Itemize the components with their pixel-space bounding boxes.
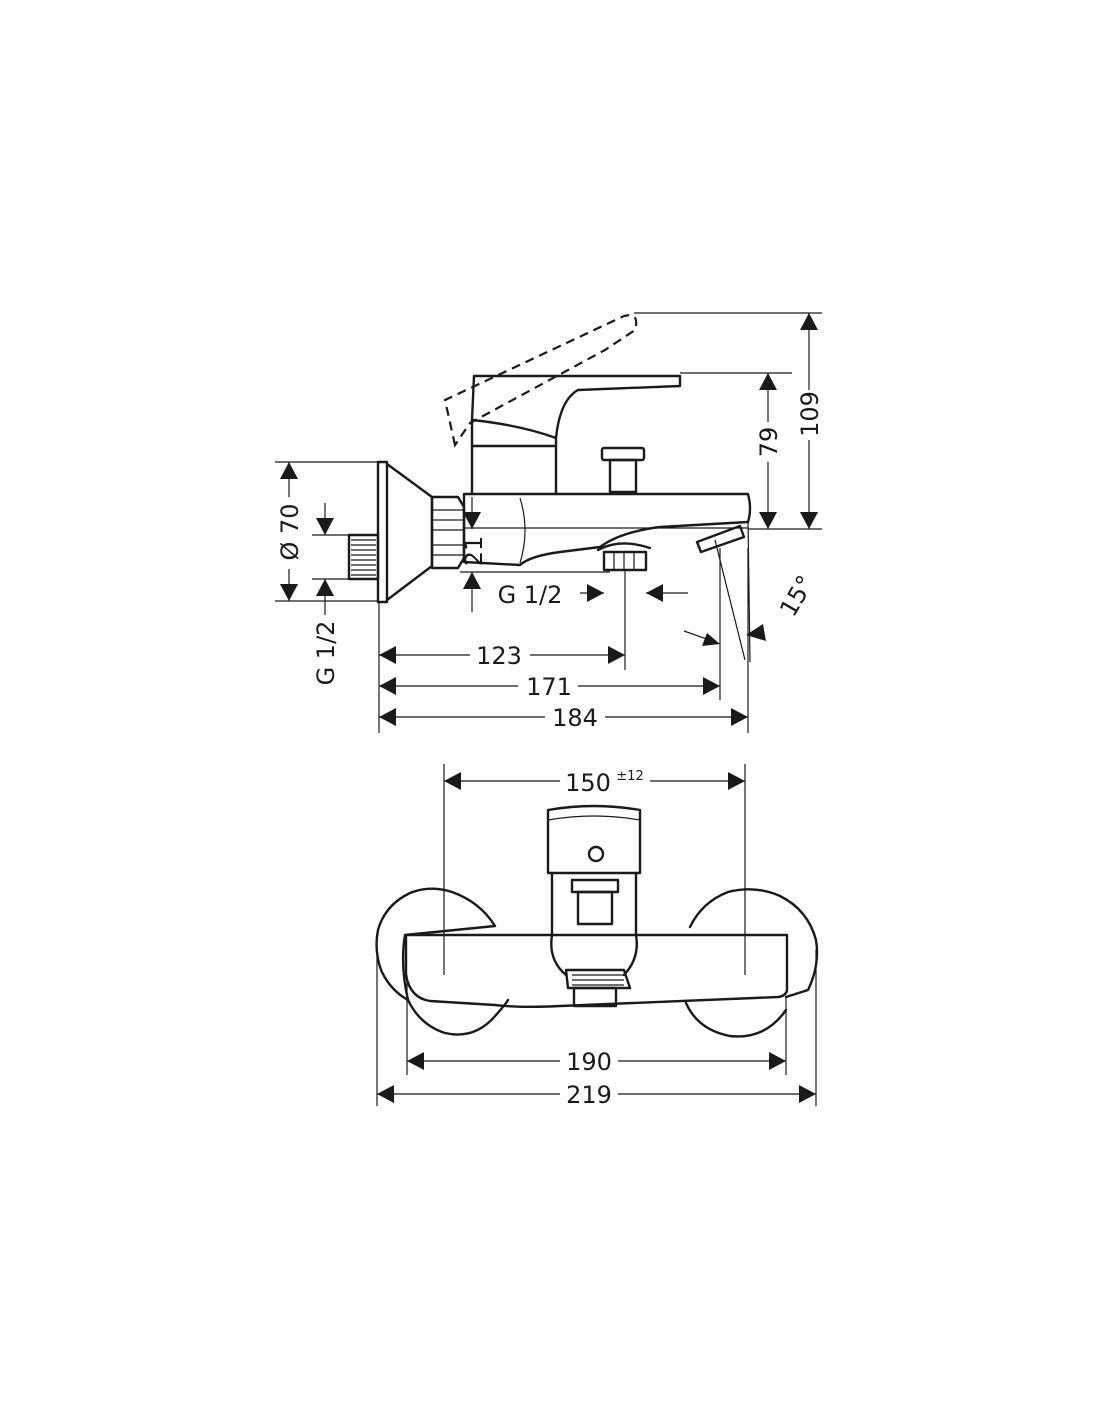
dim-190: 190 — [407, 1046, 786, 1076]
dim-109: 109 — [795, 313, 824, 529]
mixer-body — [462, 492, 752, 567]
dim-21-label: 21 — [460, 536, 488, 567]
front-cartridge — [546, 804, 642, 937]
dim-219-label: 219 — [566, 1081, 612, 1109]
lever-screw-icon — [587, 845, 605, 863]
front-spout — [550, 933, 638, 1008]
dim-15-degree-label: 15° — [774, 571, 820, 622]
front-mixer-body — [404, 933, 789, 1008]
lever-raised-outline — [443, 314, 638, 448]
dim-184: 184 — [379, 702, 748, 732]
lower-outlet — [596, 542, 652, 572]
dim-79-label: 79 — [755, 427, 783, 458]
dim-219: 219 — [377, 1079, 816, 1109]
dim-150: 150 ±12 — [444, 765, 745, 797]
side-extension-lines — [275, 312, 822, 733]
cartridge-housing — [470, 374, 682, 496]
dim-123-label: 123 — [476, 642, 522, 670]
dim-diameter-70-label: Ø 70 — [276, 503, 304, 560]
dim-diameter-70: Ø 70 — [276, 462, 304, 601]
dim-150-label: 150 — [565, 769, 611, 797]
front-view: 150 ±12 190 219 — [375, 764, 819, 1109]
diverter-knob — [600, 446, 646, 494]
dim-21: 21 — [460, 497, 488, 612]
dim-g12-outlet-label: G 1/2 — [498, 581, 563, 609]
dim-g12-outlet: G 1/2 — [498, 581, 688, 609]
dim-171: 171 — [379, 671, 720, 701]
rosette-right — [688, 888, 819, 999]
dim-150-tolerance: ±12 — [616, 769, 643, 784]
dim-190-label: 190 — [566, 1048, 612, 1076]
dim-123: 123 — [379, 640, 625, 670]
dim-109-label: 109 — [796, 391, 824, 437]
rosette-right-lower — [684, 1001, 788, 1038]
dim-g12-inlet: G 1/2 — [312, 503, 340, 691]
rosette-left — [375, 887, 497, 1002]
side-view: 109 79 Ø 70 G 1/2 — [275, 312, 824, 733]
dim-15-degree: 15° — [683, 571, 820, 646]
dim-79: 79 — [755, 373, 783, 529]
dim-g12-inlet-label: G 1/2 — [312, 621, 340, 686]
front-extension-lines — [376, 764, 817, 1106]
wall-rosette — [376, 460, 434, 604]
dim-171-label: 171 — [526, 673, 572, 701]
dim-184-label: 184 — [552, 704, 598, 732]
inlet-thread — [347, 533, 380, 581]
